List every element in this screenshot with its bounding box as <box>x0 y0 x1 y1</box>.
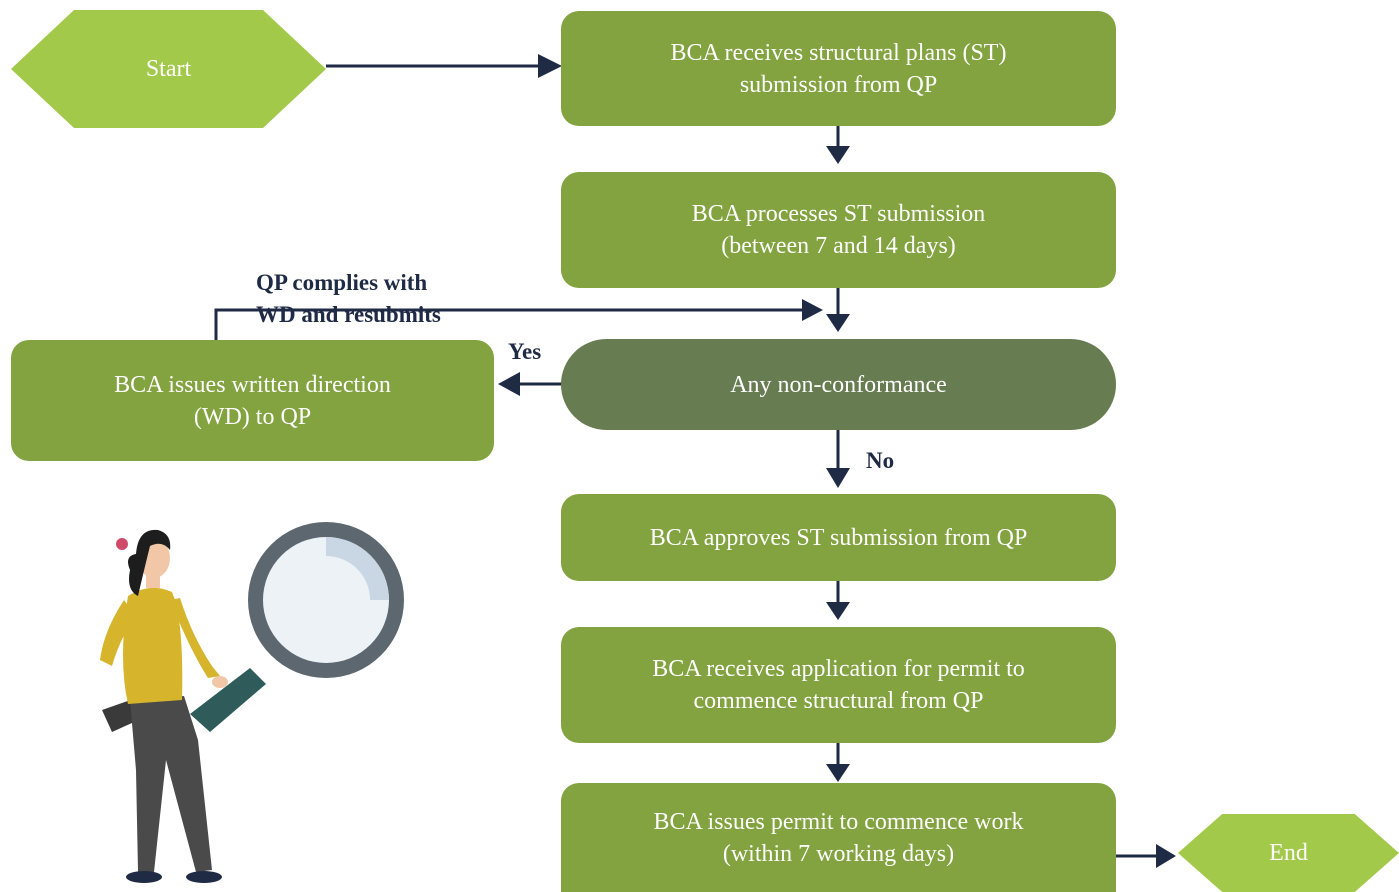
end-terminal: End <box>1178 814 1399 892</box>
arrow-start-to-receive <box>326 54 562 78</box>
no-label: No <box>866 448 895 473</box>
step-receive-st-text: BCA receives structural plans (ST) submi… <box>670 39 1007 98</box>
start-label: Start <box>145 55 192 82</box>
step-receive-st: BCA receives structural plans (ST) submi… <box>561 11 1116 126</box>
step-issue-permit-text: BCA issues permit to commence work (with… <box>653 808 1024 867</box>
start-terminal: Start <box>11 10 326 128</box>
end-label: End <box>1269 839 1308 866</box>
step-receive-permit-app: BCA receives application for permit to c… <box>561 627 1116 743</box>
arrow-decision-to-approve <box>826 430 850 488</box>
magnifying-glass-icon <box>190 522 404 732</box>
step-approve-st: BCA approves ST submission from QP <box>561 494 1116 581</box>
step-written-direction: BCA issues written direction (WD) to QP <box>11 340 494 461</box>
resubmit-label: QP complies with WD and resubmits <box>256 270 441 327</box>
arrow-resubmit-loop <box>214 299 823 340</box>
decision-non-conformance: Any non-conformance <box>561 339 1116 430</box>
yes-label: Yes <box>508 339 542 364</box>
step-receive-permit-app-text: BCA receives application for permit to c… <box>652 656 1025 714</box>
decision-text: Any non-conformance <box>730 371 947 398</box>
arrow-receive-to-process <box>826 126 850 164</box>
step-process-st: BCA processes ST submission (between 7 a… <box>561 172 1116 288</box>
arrow-process-to-decision <box>826 288 850 332</box>
arrow-approve-to-permit-app <box>826 581 850 620</box>
arrow-permit-app-to-issue <box>826 743 850 782</box>
step-process-st-text: BCA processes ST submission (between 7 a… <box>691 201 986 259</box>
woman-with-magnifying-glass-illustration <box>100 522 404 883</box>
step-issue-permit: BCA issues permit to commence work (with… <box>561 783 1116 892</box>
step-written-direction-text: BCA issues written direction (WD) to QP <box>114 371 391 430</box>
step-approve-st-text: BCA approves ST submission from QP <box>649 524 1028 551</box>
arrow-decision-to-wd <box>498 372 562 396</box>
arrow-issue-to-end <box>1116 844 1176 868</box>
